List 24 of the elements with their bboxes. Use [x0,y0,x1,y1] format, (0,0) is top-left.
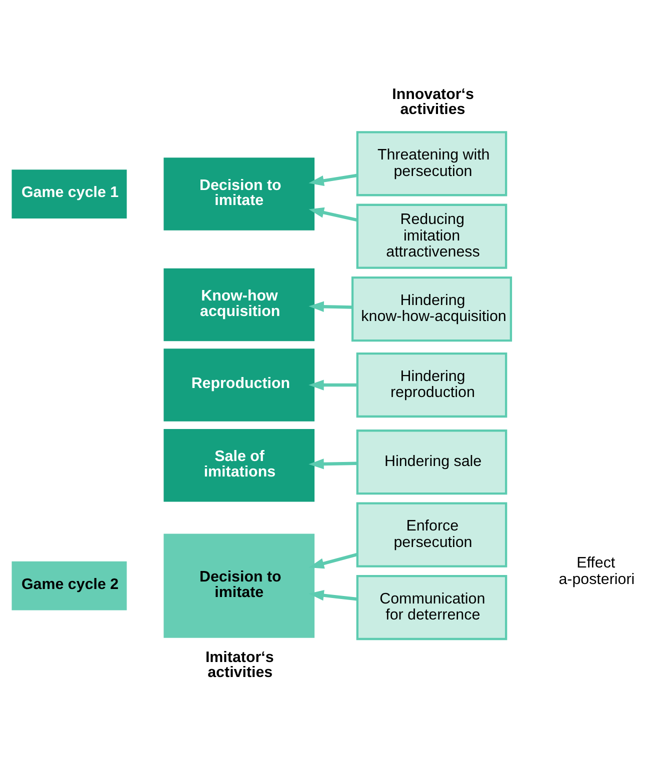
arrow [308,590,358,600]
arrow [308,552,358,568]
label: Effect a-posteriori [558,554,635,588]
node-box: Threatening with persecution [356,130,508,196]
arrow [308,206,358,222]
node-box: Game cycle 1 [12,169,127,218]
node-box: Communication for deterrence [356,574,508,640]
label: Imitator‘s activities [205,648,274,681]
node-box: Hindering sale [356,429,508,494]
node-box: Game cycle 2 [12,560,127,610]
node-box: Reducing imitation attractiveness [356,203,508,268]
node-box: Hindering reproduction [356,352,508,418]
node-box: Enforce persecution [356,502,508,567]
node-box: Decision to imitate [164,157,315,230]
node-box: Sale of imitations [164,428,315,502]
arrow [308,458,358,469]
arrow [308,173,358,186]
label: Innovator‘s activities [392,85,474,118]
node-box: Decision to imitate [164,533,315,638]
node-box: Reproduction [164,348,315,421]
arrow [308,379,358,390]
node-box: Hindering know-how-acquisition [351,276,512,342]
arrow [308,300,352,312]
node-box: Know-how acquisition [164,268,315,341]
